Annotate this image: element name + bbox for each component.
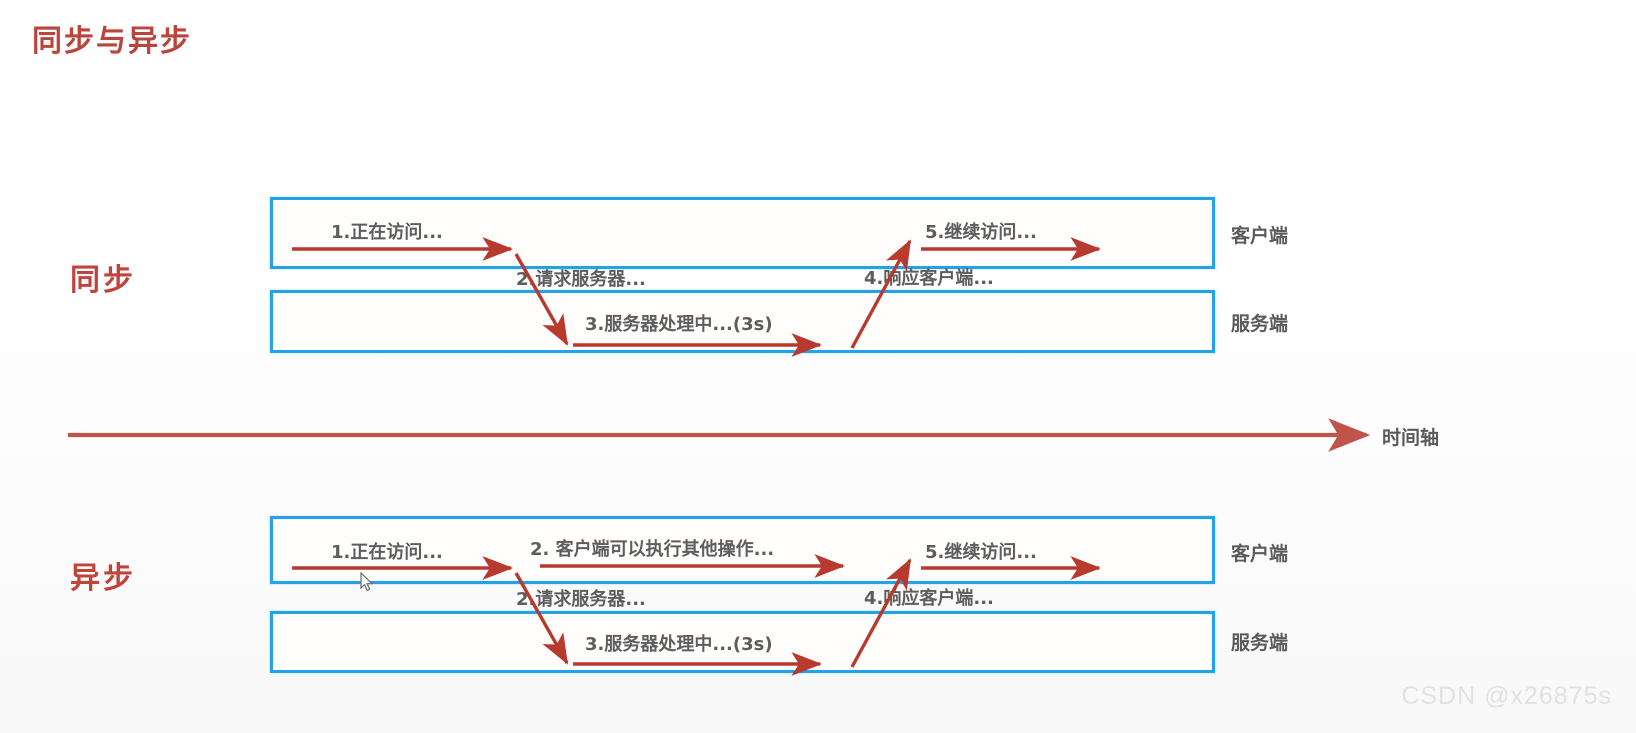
async-message-label-1: 1.正在访问... (331, 542, 443, 563)
async-client-lane-name: 客户端 (1231, 543, 1289, 565)
sync-client-lane-box (270, 197, 1215, 269)
async-message-label-5: 5.继续访问... (925, 542, 1037, 563)
mouse-cursor-icon (360, 572, 374, 592)
sync-server-lane-box (270, 290, 1215, 353)
async-message-label-3: 3.服务器处理中...(3s) (585, 634, 773, 655)
sync-message-label-3: 3.服务器处理中...(3s) (585, 314, 773, 335)
async-message-label-4: 4.响应客户端... (864, 588, 994, 609)
async-message-label-2a: 2. 客户端可以执行其他操作... (530, 539, 775, 560)
sync-server-lane-name: 服务端 (1231, 313, 1289, 335)
page-title: 同步与异步 (32, 24, 192, 59)
sync-client-lane-name: 客户端 (1231, 225, 1289, 247)
sync-message-label-2: 2.请求服务器... (516, 269, 646, 290)
section-label-sync: 同步 (70, 263, 136, 298)
sync-message-label-4: 4.响应客户端... (864, 268, 994, 289)
async-message-label-2b: 2.请求服务器... (516, 589, 646, 610)
timeline-label: 时间轴 (1382, 427, 1440, 449)
async-server-lane-name: 服务端 (1231, 632, 1289, 654)
section-label-async: 异步 (70, 561, 136, 596)
watermark: CSDN @x26875s (1401, 682, 1612, 710)
sync-message-label-1: 1.正在访问... (331, 222, 443, 243)
sync-message-label-5: 5.继续访问... (925, 222, 1037, 243)
async-client-lane-box (270, 516, 1215, 584)
